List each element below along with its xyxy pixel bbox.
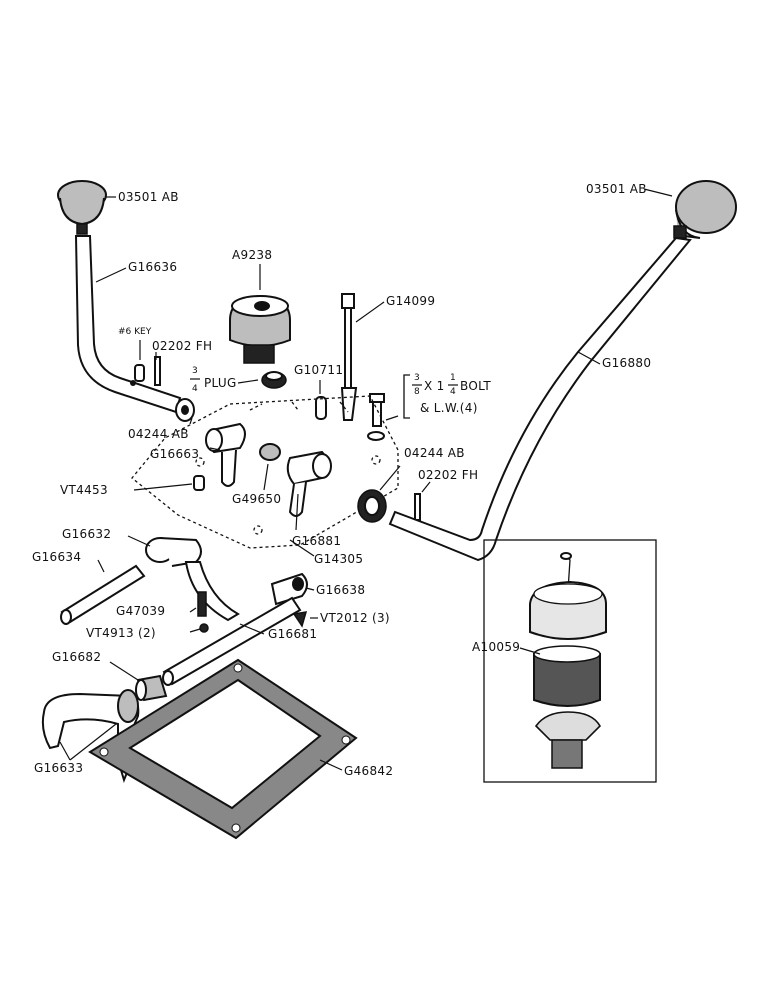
label-cap: A9238 (232, 248, 272, 262)
fork-g16632 (145, 537, 240, 622)
label-block: G16638 (316, 583, 365, 597)
label-bolt-a2: 8 (414, 387, 420, 397)
label-rail-g16634: G16634 (32, 550, 81, 564)
label-pin-left: 02202 FH (152, 339, 212, 353)
screw-part (292, 611, 308, 628)
kit-box (483, 539, 657, 783)
label-breather: G14099 (386, 294, 435, 308)
ball-part (199, 623, 209, 633)
vt4453-part (193, 475, 205, 491)
fork-g16663 (205, 422, 246, 487)
label-plug-num: 3 (192, 366, 198, 376)
label-fork-g16881: G16881 (292, 534, 341, 548)
label-fork-g16633: G16633 (34, 761, 83, 775)
label-bolt-b: X 1 (424, 379, 445, 393)
label-washer-right: 04244 AB (404, 446, 465, 460)
fork-g16633 (41, 689, 140, 784)
label-fork-g16663: G16663 (150, 447, 199, 461)
pin-right-part (414, 493, 421, 521)
fork-g16881 (286, 450, 332, 517)
key-part (134, 364, 145, 382)
rail-g16634 (60, 564, 146, 625)
kit-cap (529, 580, 607, 640)
kit-boot (533, 645, 601, 707)
label-roller: G49650 (232, 492, 281, 506)
plug-part (261, 371, 287, 389)
right-lever-rod (388, 236, 692, 562)
dowel-part (315, 396, 327, 420)
label-bolt-a: 3 (414, 373, 420, 383)
label-knob-right: 03501 AB (586, 182, 647, 196)
label-pin-right: 02202 FH (418, 468, 478, 482)
cap-a9238 (229, 294, 291, 364)
label-vt4453: VT4453 (60, 483, 108, 497)
label-rail-g16681: G16681 (268, 627, 317, 641)
label-washer-left: 04244 AB (128, 427, 189, 441)
right-knob (673, 180, 737, 239)
label-bolt-c: 1 (450, 373, 456, 383)
spring-part (197, 591, 207, 617)
label-plug-den: 4 (192, 384, 198, 394)
kit-spring (534, 711, 601, 769)
label-dowel: G10711 (294, 363, 343, 377)
gasket-part (88, 658, 358, 840)
label-plug: PLUG (204, 376, 237, 390)
sleeve-g16682 (135, 674, 168, 702)
label-key: #6 KEY (118, 327, 152, 337)
label-sleeve: G16682 (52, 650, 101, 664)
label-kit: A10059 (472, 640, 520, 654)
label-ball: VT4913 (2) (86, 626, 156, 640)
leader-lines (59, 188, 673, 771)
label-lever-left: G16636 (128, 260, 177, 274)
breather-part (340, 293, 358, 421)
label-spring: G47039 (116, 604, 165, 618)
label-bolt-c2: 4 (450, 387, 456, 397)
label-knob-left: 03501 AB (118, 190, 179, 204)
left-knob (57, 180, 107, 235)
label-bolt-e: & L.W.(4) (420, 401, 478, 415)
pin-left-part (154, 356, 161, 386)
label-screw: VT2012 (3) (320, 611, 390, 625)
label-cover: G14305 (314, 552, 363, 566)
label-gasket: G46842 (344, 764, 393, 778)
cover-plate (131, 395, 399, 549)
rail-g16681 (162, 596, 302, 686)
bolt-part (367, 393, 385, 441)
label-bolt-d: BOLT (460, 379, 491, 393)
label-fork-g16632: G16632 (62, 527, 111, 541)
roller-part (259, 443, 281, 461)
block-g16638 (270, 572, 308, 606)
label-lever-right: G16880 (602, 356, 651, 370)
left-lever-hole (130, 380, 136, 386)
